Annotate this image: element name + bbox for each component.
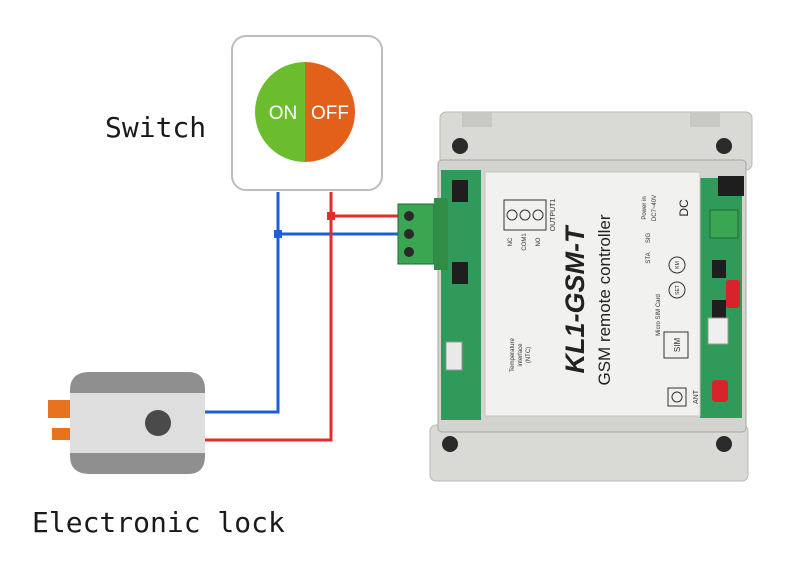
terminal-no: NO — [536, 237, 542, 246]
lock-face — [70, 393, 205, 453]
mount-hole-icon — [452, 138, 468, 154]
wires — [205, 192, 400, 442]
ant-box — [667, 387, 687, 407]
lock-label: Electronic lock — [32, 506, 285, 539]
mount-hole-icon — [716, 436, 732, 452]
pcb-connector — [452, 180, 468, 202]
model-description: GSM remote controller — [595, 214, 614, 385]
pcb-button — [712, 260, 726, 278]
terminal-screw-icon — [532, 209, 544, 221]
power-rating: DC7~40V — [652, 195, 658, 221]
switch-on-half — [255, 62, 305, 162]
switch-component: ON OFF — [231, 35, 383, 191]
red-junction — [327, 212, 335, 220]
enclosure-notch — [690, 113, 720, 127]
sta-label: STA — [646, 252, 652, 263]
terminal-screw-icon — [404, 229, 414, 239]
power-led — [726, 280, 740, 308]
km-label: KM — [675, 261, 681, 269]
lock-bolt-bottom — [52, 428, 70, 440]
temp-label-3: (NTC) — [526, 347, 532, 363]
blue-wire-lock — [205, 192, 280, 414]
red-wire-lock — [205, 192, 333, 442]
terminal-nc: NC — [508, 237, 514, 246]
mount-hole-icon — [442, 436, 458, 452]
electronic-lock — [48, 372, 205, 474]
product-label — [484, 171, 701, 417]
output-terminal-block — [397, 203, 435, 265]
power-terminal — [709, 209, 739, 239]
terminal-screw-icon — [404, 211, 414, 221]
temp-label-1: Temperature — [510, 337, 516, 371]
lock-keyhole — [145, 410, 171, 436]
switch-on-text: ON — [269, 103, 298, 124]
power-in-label: Power in — [642, 196, 648, 219]
label-rotated-content: KL1-GSM-T GSM remote controller NC COM1 … — [503, 195, 700, 407]
enclosure-bottom-flange — [429, 424, 749, 482]
ntc-connector — [445, 341, 463, 371]
ant-connector-icon — [671, 391, 683, 403]
output-terminal-base — [434, 198, 448, 270]
switch-off-half — [305, 62, 355, 162]
gsm-controller: KL1-GSM-T GSM remote controller NC COM1 … — [397, 111, 753, 482]
mount-hole-icon — [716, 138, 732, 154]
micro-sim-label: Micro SIM Card — [656, 294, 662, 336]
terminal-screw-icon — [519, 209, 531, 221]
set-button-icon — [668, 281, 686, 299]
temp-label-2: interface — [518, 343, 524, 367]
enclosure-notch — [462, 113, 492, 127]
set-label: SET — [675, 285, 681, 295]
dc-jack — [718, 176, 744, 196]
km-button-icon — [668, 256, 686, 274]
dc-label: DC — [677, 199, 691, 217]
lock-bolt-top — [48, 400, 70, 418]
sim-label: SIM — [673, 338, 682, 353]
model-name: KL1-GSM-T — [560, 224, 590, 373]
sig-label: SIG — [646, 233, 652, 244]
pcb-connector — [452, 262, 468, 284]
terminal-diagram — [503, 199, 547, 231]
terminal-screw-icon — [506, 209, 518, 221]
switch-label: Switch — [105, 111, 206, 144]
sim-outline — [663, 331, 689, 359]
terminal-screw-icon — [404, 247, 414, 257]
sim-slot — [707, 317, 729, 345]
output-label: OUTPUT1 — [550, 199, 557, 232]
status-led — [712, 380, 728, 402]
pcb-button — [712, 300, 726, 318]
ant-label: ANT — [693, 389, 700, 404]
switch-off-text: OFF — [311, 103, 349, 124]
blue-junction — [274, 230, 282, 238]
terminal-com: COM1 — [522, 233, 528, 251]
